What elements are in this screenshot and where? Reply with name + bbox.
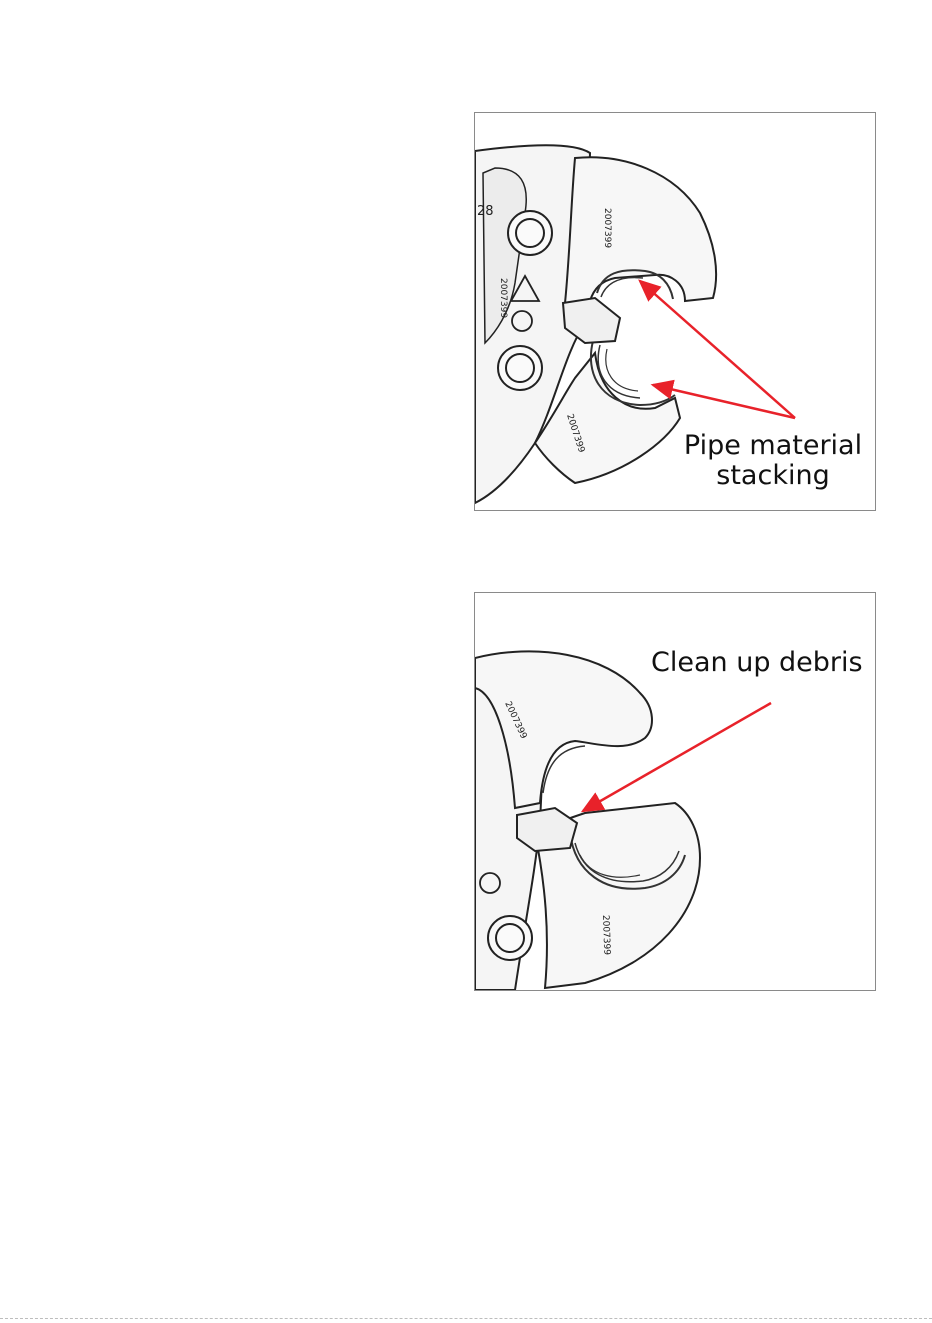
page-footer-rule <box>0 1318 932 1319</box>
figure-pipe-material-stacking: 2007399 2007399 2007399 28 Pipe material… <box>474 112 876 511</box>
callout-label: Pipe material stacking <box>673 431 873 491</box>
callout-label: Clean up debris <box>651 648 876 678</box>
hinge-block <box>517 808 577 851</box>
die-number: 28 <box>477 204 494 219</box>
callout-line-1: Pipe material <box>673 431 873 461</box>
figure-clean-up-debris: 2007399 2007399 Clean up debris <box>474 592 876 991</box>
part-number-body: 2007399 <box>498 278 508 318</box>
callout-line-2: stacking <box>673 461 873 491</box>
arrow-upper <box>640 281 795 418</box>
part-number-upper: 2007399 <box>602 208 612 248</box>
part-number-lower: 2007399 <box>600 915 611 956</box>
